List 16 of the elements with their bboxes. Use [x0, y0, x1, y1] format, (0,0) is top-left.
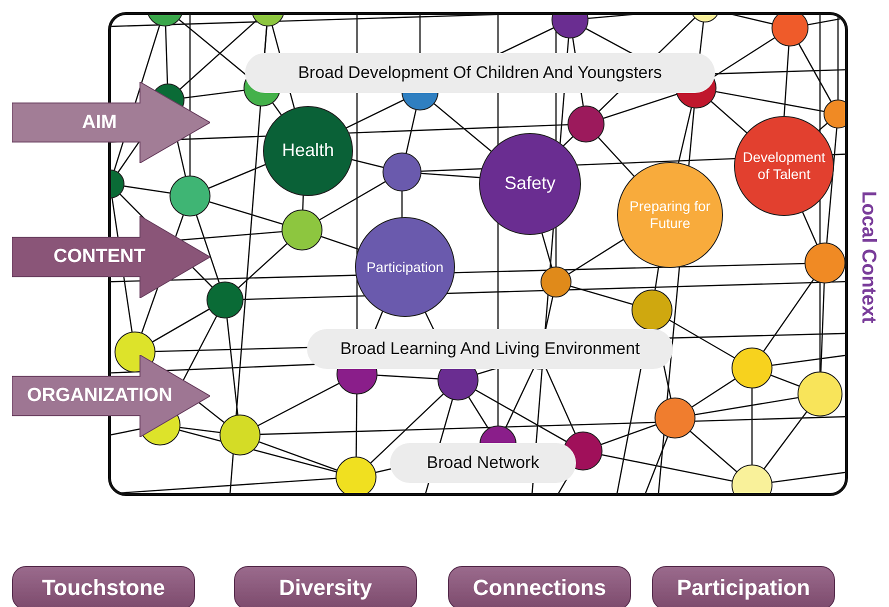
circle-node: Health: [263, 106, 353, 196]
pill-label: Broad Learning And Living Environment: [307, 329, 673, 369]
pill-box: Diversity: [234, 566, 417, 607]
arrow-label: AIM: [82, 112, 117, 134]
context-label: Local Context: [856, 190, 880, 326]
circle-node: Development of Talent: [734, 116, 834, 216]
pill-box: Participation: [652, 566, 835, 607]
pill-box: Connections: [448, 566, 631, 607]
pill-label: Broad Network: [390, 443, 576, 483]
arrow-label: CONTENT: [54, 246, 146, 268]
circle-node: Preparing for Future: [617, 162, 723, 268]
pill-box: Touchstone: [12, 566, 195, 607]
pill-label: Broad Development Of Children And Youngsters: [245, 53, 715, 93]
circle-node: Participation: [355, 217, 455, 317]
arrow-label: ORGANIZATION: [27, 385, 172, 407]
circle-node: Safety: [479, 133, 581, 235]
